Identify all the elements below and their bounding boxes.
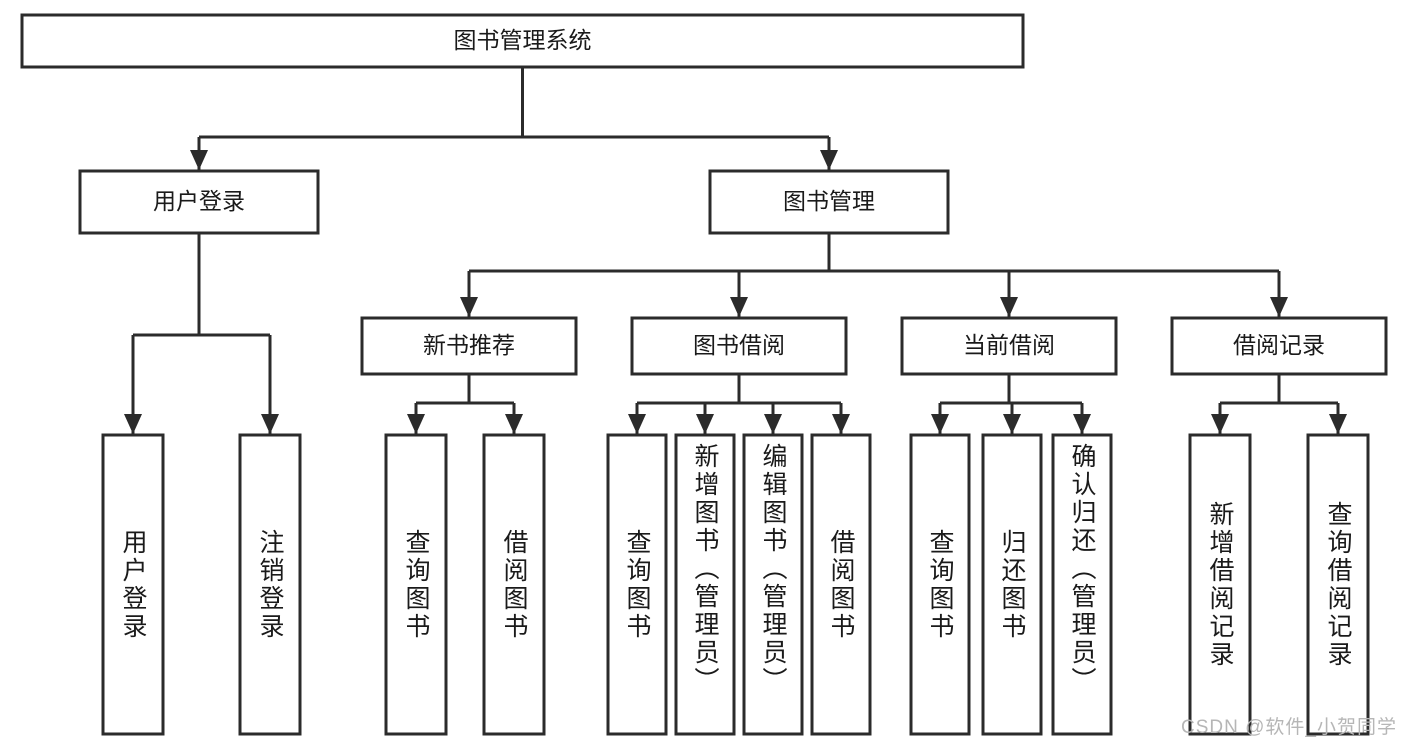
node-box-leaf-logout[interactable] xyxy=(238,433,302,736)
arrow-head-icon xyxy=(1003,414,1021,434)
node-box-leaf-query-record[interactable] xyxy=(1306,433,1370,736)
node-label-new-book-rec: 新书推荐 xyxy=(423,332,515,358)
arrow-head-icon xyxy=(696,414,714,434)
node-label-book-borrow: 图书借阅 xyxy=(693,332,785,358)
arrow-head-icon xyxy=(931,414,949,434)
node-box-leaf-add-record[interactable] xyxy=(1188,433,1252,736)
arrow-head-icon xyxy=(1270,297,1288,317)
node-box-current-borrow[interactable] xyxy=(900,316,1118,376)
node-box-book-manage[interactable] xyxy=(708,169,950,235)
arrow-head-icon xyxy=(1211,414,1229,434)
node-box-root[interactable] xyxy=(20,13,1025,69)
arrow-head-icon xyxy=(628,414,646,434)
arrow-head-icon xyxy=(505,414,523,434)
node-label-book-manage: 图书管理 xyxy=(783,188,875,214)
connector-layer xyxy=(124,67,1347,434)
arrow-head-icon xyxy=(261,414,279,434)
node-box-leaf-borrow-book-1[interactable] xyxy=(482,433,546,736)
arrow-head-icon xyxy=(764,414,782,434)
node-box-user-login[interactable] xyxy=(78,169,320,235)
arrow-head-icon xyxy=(730,297,748,317)
node-box-leaf-borrow-book-2[interactable] xyxy=(810,433,872,736)
node-box-leaf-confirm-return[interactable] xyxy=(1051,433,1113,736)
node-box-leaf-query-book-2[interactable] xyxy=(606,433,668,736)
arrow-head-icon xyxy=(124,414,142,434)
node-label-user-login: 用户登录 xyxy=(153,188,245,214)
node-box-book-borrow[interactable] xyxy=(630,316,848,376)
arrow-head-icon xyxy=(1073,414,1091,434)
node-box-new-book-rec[interactable] xyxy=(360,316,578,376)
arrow-head-icon xyxy=(460,297,478,317)
arrow-head-icon xyxy=(832,414,850,434)
node-box-borrow-record[interactable] xyxy=(1170,316,1388,376)
node-label-borrow-record: 借阅记录 xyxy=(1233,332,1325,358)
node-box-leaf-query-book-1[interactable] xyxy=(384,433,448,736)
node-box-leaf-user-login[interactable] xyxy=(101,433,165,736)
arrow-head-icon xyxy=(1000,297,1018,317)
arrow-head-icon xyxy=(190,150,208,170)
node-box-leaf-edit-book[interactable] xyxy=(742,433,804,736)
arrow-head-icon xyxy=(820,150,838,170)
node-label-current-borrow: 当前借阅 xyxy=(963,332,1055,358)
node-box-leaf-return-book[interactable] xyxy=(981,433,1043,736)
arrow-head-icon xyxy=(1329,414,1347,434)
node-box-leaf-query-book-3[interactable] xyxy=(909,433,971,736)
watermark-text: CSDN @软件_小贺同学 xyxy=(1181,717,1397,738)
arrow-head-icon xyxy=(407,414,425,434)
node-box-leaf-add-book[interactable] xyxy=(674,433,736,736)
node-box-layer xyxy=(20,13,1388,736)
node-label-root: 图书管理系统 xyxy=(454,27,592,53)
